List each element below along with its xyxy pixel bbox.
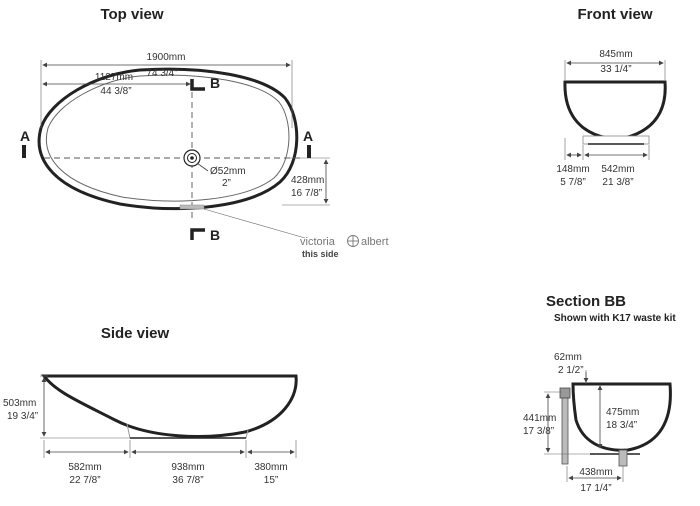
side-view-title: Side view	[101, 325, 170, 342]
brand-victoria: victoria	[300, 236, 336, 248]
side-left-in: 22 7/8”	[69, 475, 100, 486]
section-subtitle: Shown with K17 waste kit	[554, 313, 676, 324]
side-height-mm: 503mm	[3, 398, 36, 409]
side-mid-mm: 938mm	[171, 462, 204, 473]
side-mid-in: 36 7/8”	[172, 475, 203, 486]
section-a-label-right: A	[303, 128, 313, 144]
side-right-mm: 380mm	[254, 462, 287, 473]
top-offset-in: 44 3/8”	[100, 86, 131, 97]
section-height-mm: 441mm	[523, 413, 556, 424]
front-view: Front view 845mm 33 1/4” 148mm 5 7/8” 54…	[556, 6, 667, 188]
waste-diameter-mm: Ø52mm	[210, 166, 246, 177]
front-base-mm: 542mm	[601, 164, 634, 175]
front-width-in: 33 1/4”	[600, 64, 631, 75]
section-b-marker-top	[190, 79, 205, 91]
section-b-label-top: B	[210, 75, 220, 91]
top-view-tub-inner	[46, 74, 290, 202]
side-right-in: 15”	[264, 475, 278, 486]
front-view-tub	[563, 80, 667, 140]
front-left-mm: 148mm	[556, 164, 589, 175]
section-a-label-left: A	[20, 128, 30, 144]
section-a-marker-left	[22, 145, 26, 158]
section-b-marker-bottom	[190, 228, 205, 240]
side-view: Side view 503mm 19 3/4” 582mm 22 7/8” 93…	[3, 325, 298, 486]
section-tub	[571, 382, 672, 452]
section-rim-in: 2 1/2”	[558, 365, 584, 376]
section-bb-view: Section BB Shown with K17 waste kit 62mm…	[523, 293, 676, 494]
top-width-mm: 428mm	[291, 175, 324, 186]
top-view-title: Top view	[100, 6, 163, 23]
overflow-mark	[179, 204, 205, 210]
top-width-in: 16 7/8”	[291, 188, 322, 199]
overflow-pipe	[561, 391, 569, 465]
section-base-mm: 438mm	[579, 467, 612, 478]
side-height-in: 19 3/4”	[7, 411, 38, 422]
brand-plus-icon	[347, 235, 359, 247]
front-left-in: 5 7/8”	[560, 177, 586, 188]
section-rim-mm: 62mm	[554, 352, 582, 363]
top-view: Top view Ø52mm 2” 1900mm 74 3/4” 1127mm …	[20, 6, 389, 259]
brand-albert: albert	[361, 236, 389, 248]
section-base-in: 17 1/4”	[580, 483, 611, 494]
section-b-label-bottom: B	[210, 227, 220, 243]
side-view-tub	[40, 374, 298, 438]
waste-diameter-in: 2”	[222, 178, 231, 189]
waste-pipe	[618, 449, 628, 467]
section-height-in: 17 3/8”	[523, 426, 554, 437]
overflow-head-icon	[559, 387, 571, 399]
section-title: Section BB	[546, 293, 626, 310]
top-offset-mm: 1127mm	[95, 72, 133, 83]
top-length-in: 74 3/4”	[146, 68, 177, 79]
top-length-mm: 1900mm	[147, 52, 186, 63]
front-width-mm: 845mm	[599, 49, 632, 60]
front-view-title: Front view	[577, 6, 652, 23]
front-view-plinth	[582, 135, 650, 145]
section-depth-in: 18 3/4”	[606, 420, 637, 431]
top-view-tub-outer	[37, 67, 299, 211]
front-base-in: 21 3/8”	[602, 177, 633, 188]
brand-note: this side	[302, 249, 339, 259]
section-a-marker-right	[307, 145, 311, 158]
side-left-mm: 582mm	[68, 462, 101, 473]
section-depth-mm: 475mm	[606, 407, 639, 418]
